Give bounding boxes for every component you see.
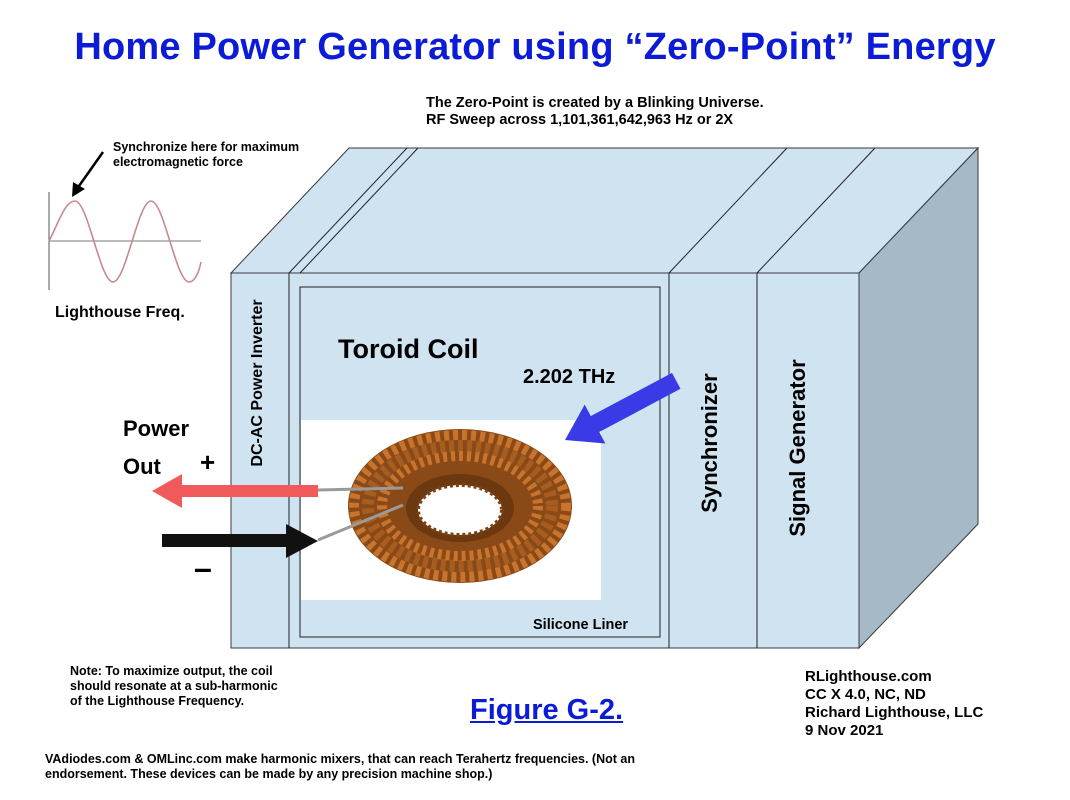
sync-annotation-line2: electromagnetic force bbox=[113, 155, 243, 169]
resonance-note-line1: Note: To maximize output, the coil bbox=[70, 664, 273, 678]
lighthouse-freq-label: Lighthouse Freq. bbox=[55, 304, 185, 321]
sine-wave-chart bbox=[48, 192, 202, 290]
page-title: Home Power Generator using “Zero-Point” … bbox=[74, 26, 996, 68]
footer-line1: VAdiodes.com & OMLinc.com make harmonic … bbox=[45, 752, 635, 766]
signal-generator-label: Signal Generator bbox=[785, 359, 810, 537]
sync-annotation: Synchronize here for maximum electromagn… bbox=[113, 140, 299, 170]
sine-wave bbox=[48, 200, 202, 283]
box-top-face bbox=[229, 147, 980, 274]
zero-point-note-line1: The Zero-Point is created by a Blinking … bbox=[426, 95, 764, 111]
credits-line1: RLighthouse.com bbox=[805, 668, 932, 685]
resonance-note: Note: To maximize output, the coil shoul… bbox=[70, 664, 278, 709]
resonance-note-line3: of the Lighthouse Frequency. bbox=[70, 694, 245, 708]
credits-line3: Richard Lighthouse, LLC bbox=[805, 704, 984, 721]
coil-lead bbox=[317, 486, 404, 492]
credits: RLighthouse.com CC X 4.0, NC, ND Richard… bbox=[805, 668, 983, 740]
power-out-arrow bbox=[152, 474, 318, 508]
plus-terminal-label: + bbox=[200, 447, 216, 477]
out-label: Out bbox=[123, 454, 161, 479]
minus-terminal-label: – bbox=[194, 550, 212, 586]
dc-ac-inverter-label: DC-AC Power Inverter bbox=[249, 299, 266, 467]
zero-point-note: The Zero-Point is created by a Blinking … bbox=[426, 95, 764, 129]
frequency-arrow bbox=[565, 372, 681, 444]
frequency-label: 2.202 THz bbox=[523, 366, 616, 388]
power-label: Power bbox=[123, 416, 190, 441]
box-top-divider bbox=[668, 147, 788, 274]
sync-annotation-line1: Synchronize here for maximum bbox=[113, 140, 300, 154]
silicone-liner-chamber bbox=[299, 286, 661, 638]
box-top-divider bbox=[288, 147, 408, 274]
silicone-liner-label: Silicone Liner bbox=[533, 617, 629, 633]
coil-lead bbox=[317, 503, 404, 542]
negative-terminal-arrow bbox=[162, 524, 318, 558]
sync-arrow-icon bbox=[72, 151, 105, 197]
credits-line2: CC X 4.0, NC, ND bbox=[805, 686, 926, 703]
box-top-divider bbox=[756, 147, 876, 274]
toroid-coil bbox=[348, 429, 572, 583]
footer-line2: endorsement. These devices can be made b… bbox=[45, 767, 493, 781]
credits-line4: 9 Nov 2021 bbox=[805, 722, 884, 739]
resonance-note-line2: should resonate at a sub-harmonic bbox=[70, 679, 278, 693]
synchronizer-label: Synchronizer bbox=[697, 373, 722, 513]
zero-point-note-line2: RF Sweep across 1,101,361,642,963 Hz or … bbox=[426, 112, 734, 128]
toroid-coil-label: Toroid Coil bbox=[338, 334, 479, 364]
box-top-divider bbox=[299, 147, 419, 274]
footer-note: VAdiodes.com & OMLinc.com make harmonic … bbox=[45, 752, 635, 782]
figure-label: Figure G-2. bbox=[470, 694, 624, 726]
